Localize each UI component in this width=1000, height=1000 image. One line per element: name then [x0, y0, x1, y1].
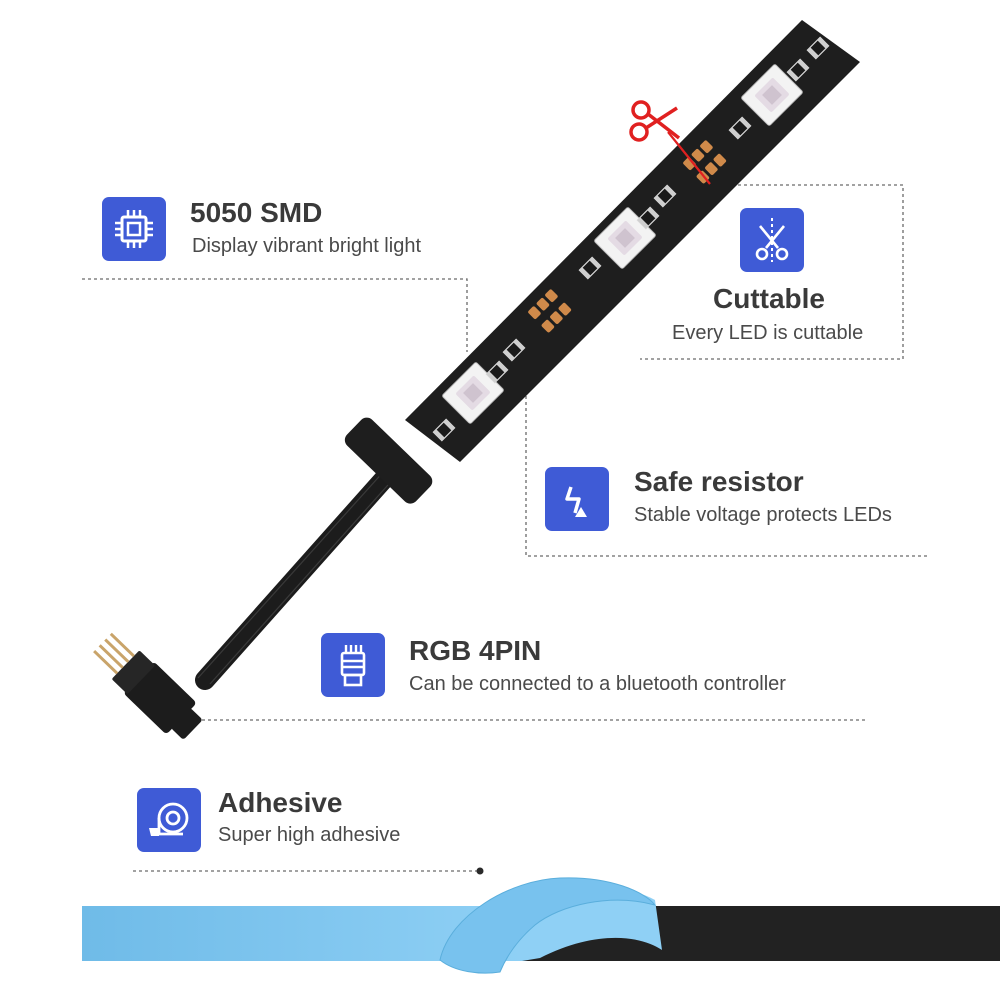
- feature-title: RGB 4PIN: [409, 635, 542, 666]
- connector-icon: [321, 633, 385, 697]
- feature-title: 5050 SMD: [190, 197, 323, 228]
- feature-description: Stable voltage protects LEDs: [634, 504, 892, 526]
- scissors-icon: [740, 208, 804, 272]
- feature-description: Can be connected to a bluetooth controll…: [409, 673, 786, 695]
- led-strip: [405, 20, 860, 462]
- guide-lines: [82, 184, 928, 872]
- rgb-connector: [93, 632, 202, 739]
- feature-title: Safe resistor: [634, 466, 804, 497]
- lightning-icon: [545, 467, 609, 531]
- cut-mark: [629, 100, 711, 185]
- feature-description: Display vibrant bright light: [192, 235, 421, 257]
- guide-dot: [476, 867, 484, 875]
- feature-title: Cuttable: [713, 283, 825, 314]
- chip-icon: [102, 197, 166, 261]
- feature-description: Super high adhesive: [218, 824, 401, 846]
- feature-description: Every LED is cuttable: [672, 322, 864, 344]
- boot-sleeve: [344, 417, 433, 504]
- adhesive-tape: [82, 877, 1000, 974]
- feature-title: Adhesive: [218, 787, 343, 818]
- rgb-cable: [195, 460, 402, 690]
- tape-roll-icon: [137, 788, 201, 852]
